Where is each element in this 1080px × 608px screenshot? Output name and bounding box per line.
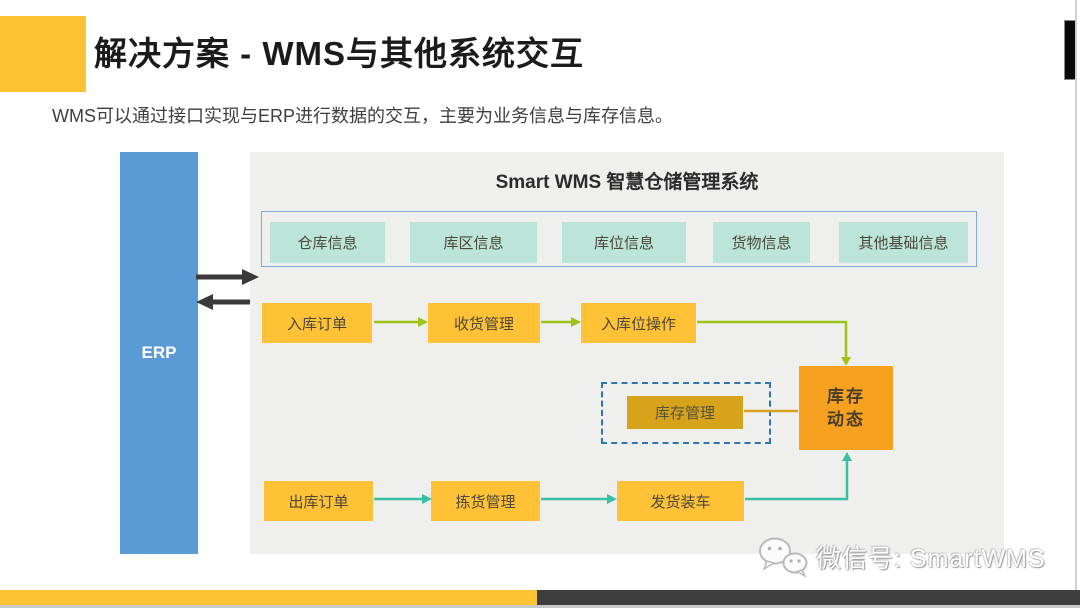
title-accent-square (0, 16, 86, 92)
base-info-box-zone: 库区信息 (410, 222, 537, 263)
bottom-edge-strip (0, 605, 1080, 608)
inbound-order-box: 入库订单 (262, 303, 372, 343)
base-info-box-location: 库位信息 (562, 222, 686, 263)
erp-label: ERP (141, 343, 177, 362)
putaway-operation-box: 入库位操作 (581, 303, 696, 343)
receiving-mgmt-box: 收货管理 (428, 303, 540, 343)
outbound-order-box: 出库订单 (264, 481, 373, 521)
wms-panel-title: Smart WMS 智慧仓储管理系统 (495, 172, 759, 193)
page-title: 解决方案 - WMS与其他系统交互 (94, 35, 584, 72)
inventory-mgmt-dashed-frame (601, 382, 771, 444)
base-info-box-other: 其他基础信息 (839, 222, 968, 263)
base-info-box-warehouse: 仓库信息 (270, 222, 385, 263)
inventory-dynamic-label: 库存动态 (827, 387, 865, 429)
wechat-icon (759, 537, 808, 578)
erp-system-box: ERP (120, 152, 198, 554)
wms-to-erp-arrow (196, 294, 250, 310)
bottom-bar-yellow (0, 590, 537, 605)
base-info-container (261, 211, 977, 267)
shipping-loading-box: 发货装车 (617, 481, 744, 521)
bottom-bar-dark (537, 590, 1080, 605)
inventory-dynamic-box: 库存动态 (799, 366, 893, 450)
subtitle-text: WMS可以通过接口实现与ERP进行数据的交互，主要为业务信息与库存信息。 (52, 106, 673, 126)
inventory-mgmt-box: 库存管理 (627, 396, 743, 429)
base-info-box-goods: 货物信息 (713, 222, 810, 263)
watermark-text: 微信号: SmartWMS (816, 545, 1046, 573)
watermark: 微信号: SmartWMS (758, 536, 1046, 578)
right-edge-line (1075, 0, 1077, 590)
picking-mgmt-box: 拣货管理 (431, 481, 540, 521)
